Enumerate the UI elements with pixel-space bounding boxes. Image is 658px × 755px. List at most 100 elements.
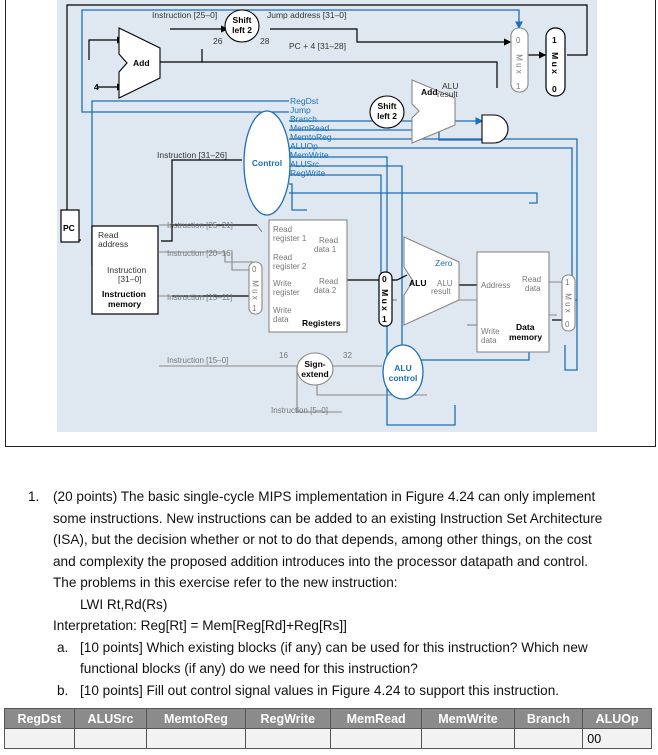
read-address-label-a: Read: [98, 230, 119, 240]
read-data2-label-b: data 2: [314, 286, 337, 295]
table-header-row: RegDst ALUSrc MemtoReg RegWrite MemRead …: [4, 708, 652, 729]
write-reg-label-a: Write: [273, 279, 292, 288]
control-signal-labels: RegDstJumpBranchMemReadMemtoRegALUOpMemW…: [290, 96, 332, 178]
control-signal-memread: MemRead: [290, 123, 329, 133]
cell-branch[interactable]: [513, 728, 584, 749]
control-signal-regdst: RegDst: [290, 96, 319, 106]
read-data2-label-a: Read: [319, 277, 338, 286]
cell-memtoreg[interactable]: [146, 728, 246, 749]
write-data-mem-label-b: data: [481, 336, 497, 345]
jump-mux-in1: 1: [552, 35, 557, 45]
alusrc-mux-in1: 1: [382, 314, 387, 324]
pc-adder: [118, 27, 161, 99]
memtoreg-mux-label: M u x: [564, 293, 573, 313]
memtoreg-mux: [561, 274, 576, 332]
constant-four: 4: [94, 82, 99, 92]
data-memory: [476, 251, 550, 353]
address-label: Address: [481, 281, 510, 290]
control-signal-table: RegDst ALUSrc MemtoReg RegWrite MemRead …: [4, 708, 652, 749]
read-reg2-label-b: register 2: [273, 262, 307, 271]
alu-control-label-a: ALU: [394, 363, 411, 373]
cell-regdst[interactable]: [4, 728, 75, 749]
control-signal-jump: Jump: [290, 105, 311, 115]
alusrc-mux: [378, 271, 393, 327]
bits-32-label: 32: [343, 351, 352, 360]
branch-mux: [510, 27, 529, 93]
memtoreg-mux-in1: 1: [565, 278, 570, 287]
interpretation: Interpretation: Reg[Rt] = Mem[Reg[Rd]+Re…: [53, 618, 347, 633]
instr-20-16-label: Instruction [20–16]: [167, 249, 233, 258]
bits-26-label: 26: [213, 36, 223, 46]
question-line-1: (20 points) The basic single-cycle MIPS …: [53, 489, 596, 504]
sign-extend-label-a: Sign-: [304, 359, 325, 369]
regdst-mux: [248, 261, 263, 315]
instr-15-0-label: Instruction [15–0]: [167, 356, 228, 365]
cell-aluop[interactable]: 00: [582, 728, 652, 749]
registers-label: Registers: [302, 318, 341, 328]
control-unit-label: Control: [252, 158, 282, 168]
branch-alu-label: ALU: [442, 81, 459, 91]
read-data-mem-label-b: data: [525, 284, 541, 293]
jump-mux: [545, 27, 566, 97]
jump-mux-in0: 0: [552, 84, 557, 94]
new-instruction: LWI Rt,Rd(Rs): [80, 596, 168, 612]
alu-result-label-b: result: [431, 287, 451, 296]
jump-shift-label-b: left 2: [232, 25, 252, 35]
control-unit: [243, 110, 291, 216]
sign-extend: [296, 352, 334, 386]
alu-control: [382, 344, 424, 400]
cell-alusrc[interactable]: [73, 728, 148, 749]
memtoreg-mux-in0: 0: [565, 320, 570, 329]
jump-shift-left-2: [224, 9, 260, 43]
instruction-memory-label-b: memory: [108, 299, 141, 309]
part-b-label: b.: [57, 682, 69, 698]
instr-25-0-label: Instruction [25–0]: [152, 10, 217, 20]
read-reg2-label-a: Read: [273, 253, 292, 262]
pc-register: [60, 209, 80, 243]
main-alu-label: ALU: [409, 278, 426, 288]
alu-control-label-b: control: [389, 373, 418, 383]
pc4-label: PC + 4 [31–28]: [289, 41, 346, 51]
read-reg1-label-b: register 1: [273, 234, 307, 243]
write-data-label-a: Write: [273, 306, 292, 315]
instr-31-26-label: Instruction [31–26]: [157, 150, 227, 160]
branch-mux-in0: 0: [516, 36, 521, 45]
write-data-mem-label-a: Write: [481, 327, 500, 336]
cell-memread[interactable]: [329, 728, 423, 749]
branch-result-label: result: [437, 89, 458, 99]
header-memread: MemRead: [329, 708, 423, 729]
data-memory-label-a: Data: [516, 322, 535, 332]
branch-adder: [411, 79, 456, 144]
read-data1-label-b: data 1: [314, 245, 337, 254]
datapath-diagram: Shift left 2 Instruction [25–0] Jump add…: [57, 0, 597, 432]
main-alu: [403, 236, 460, 326]
jump-mux-label: M u x: [550, 52, 560, 74]
zero-label: Zero: [435, 258, 453, 268]
alu-result-label-a: ALU: [437, 279, 453, 288]
branch-shift-label-b: left 2: [377, 111, 397, 121]
header-branch: Branch: [513, 708, 584, 729]
branch-shift-left-2: [369, 95, 405, 129]
control-signal-regwrite: RegWrite: [290, 168, 326, 178]
table-row: 00: [4, 728, 652, 749]
branch-adder-label: Add: [421, 87, 438, 97]
instr-5-0-label: Instruction [5–0]: [271, 406, 328, 415]
bits-28-label: 28: [260, 36, 270, 46]
instruction-memory-label-a: Instruction: [102, 289, 146, 299]
write-data-label-b: data: [273, 315, 289, 324]
question-line-5: The problems in this exercise refer to t…: [53, 575, 398, 590]
figure-frame: [5, 0, 656, 447]
control-signal-alusrc: ALUSrc: [290, 159, 320, 169]
cell-memwrite[interactable]: [421, 728, 515, 749]
branch-shift-label-a: Shift: [378, 101, 397, 111]
part-a-line-1: [10 points] Which existing blocks (if an…: [80, 639, 588, 655]
cell-regwrite[interactable]: [244, 728, 331, 749]
datapath-svg: Shift left 2 Instruction [25–0] Jump add…: [60, 4, 588, 426]
question-line-3: (ISA), but the decision whether or not t…: [53, 532, 592, 547]
read-data1-label-a: Read: [319, 236, 338, 245]
part-a-line-2: functional blocks (if any) do we need fo…: [80, 661, 418, 676]
instruction-memory: [91, 225, 159, 315]
instr-15-11-label: Instruction [15–11]: [167, 293, 232, 302]
part-a-label: a.: [57, 639, 69, 655]
write-reg-label-b: register: [273, 288, 300, 297]
